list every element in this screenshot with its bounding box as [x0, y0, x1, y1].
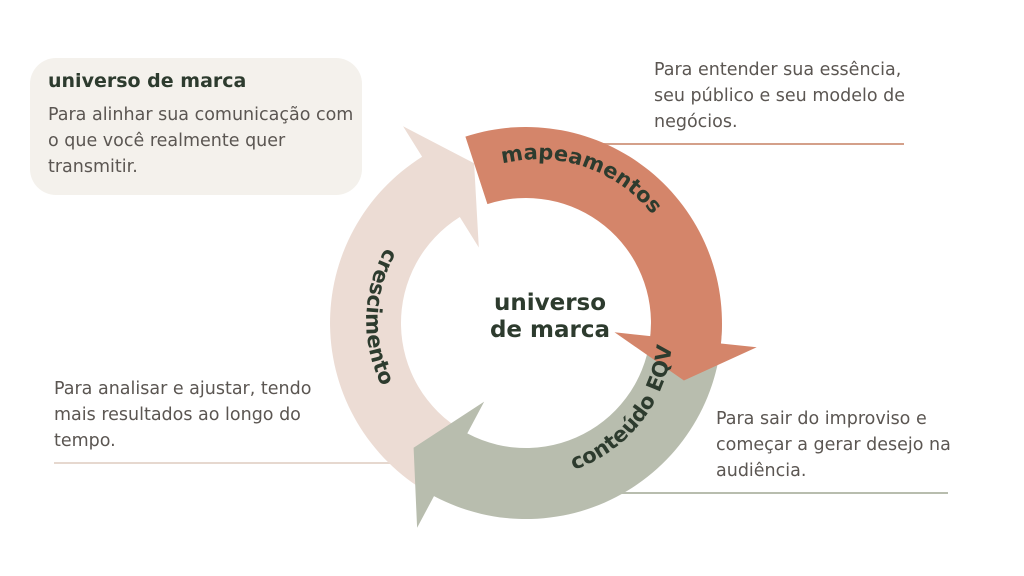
crescimento-description: Para analisar e ajustar, tendo mais resu…: [54, 379, 312, 451]
universo-card: universo de marca Para alinhar sua comun…: [30, 58, 362, 195]
crescimento-divider: [54, 462, 390, 464]
conteudo-arrow: [413, 323, 722, 528]
mapeamentos-arrow: [465, 127, 757, 381]
conteudo-divider: [612, 492, 948, 494]
card-title: universo de marca: [48, 70, 247, 92]
conteudo-description: Para sair do improviso e começar a gerar…: [716, 409, 951, 481]
center-title: universo de marca: [489, 290, 611, 343]
mapeamentos-divider: [600, 143, 904, 145]
crescimento-arrow: [330, 126, 479, 493]
mapeamentos-description: Para entender sua essência, seu público …: [654, 60, 905, 132]
card-description: Para alinhar sua comunicação com o que v…: [48, 105, 354, 177]
